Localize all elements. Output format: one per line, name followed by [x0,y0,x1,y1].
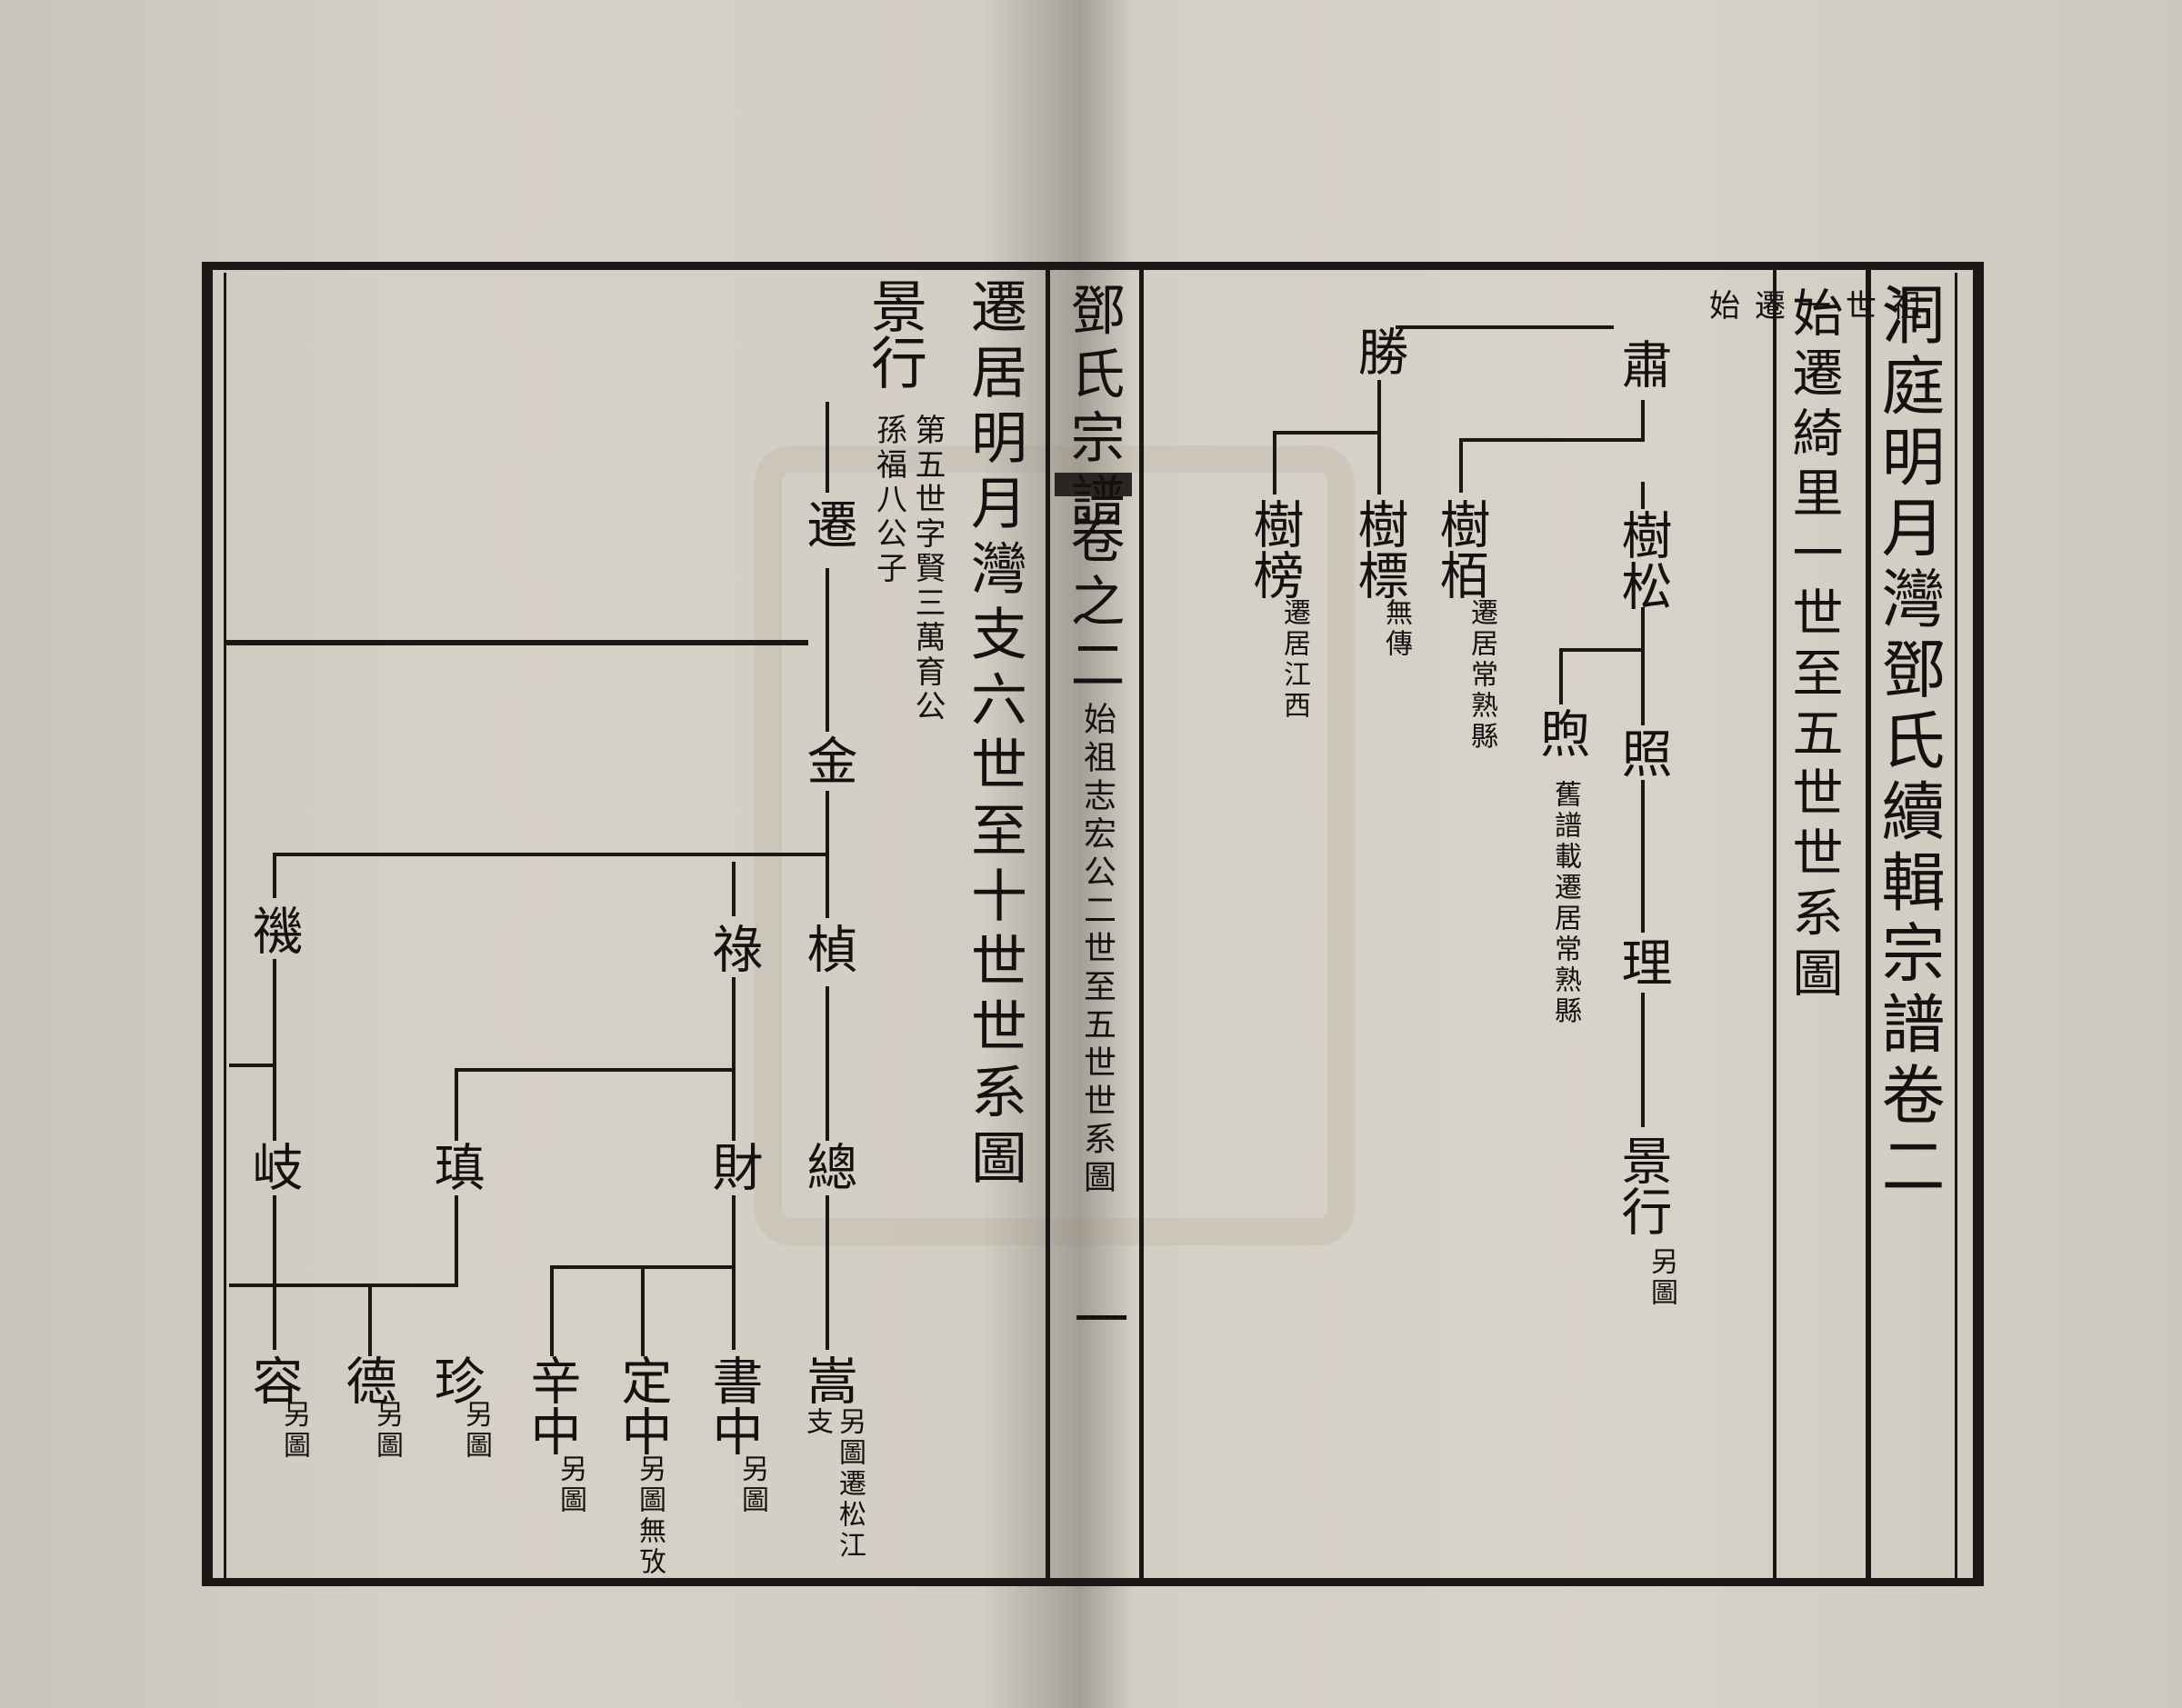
tree-line [273,853,829,856]
name-xinzhong: 辛中 [522,1354,581,1456]
root-jingxing: 景行 [861,277,927,390]
seal-watermark [755,445,1355,1245]
name-zhao-2: 煦 [1531,707,1590,758]
tree-line [732,977,736,1141]
tree-line [826,568,829,732]
note-shuzhong: 另圖 [736,1454,768,1516]
name-zhen-2: 瑱 [425,1141,485,1192]
name-de: 德 [337,1354,396,1405]
name-qi: 岐 [244,1141,303,1192]
tree-line [732,1195,736,1350]
note-shupiao: 無傳 [1380,598,1412,660]
note-song: 另圖遷松江支 [801,1407,866,1562]
right-section-title: 始遷綺里一世至五世世系圖 [1784,286,1843,1006]
name-shubang: 樹榜 [1245,498,1304,600]
note-dingzhong: 另圖無攷 [634,1454,666,1578]
name-ji: 禨 [244,904,303,955]
tree-line [455,1068,458,1141]
note-zhen-3: 另圖 [460,1400,492,1462]
tree-line [1377,380,1381,431]
name-li: 理 [1613,936,1672,987]
tree-line [455,1068,736,1072]
folio-number: 一 [1065,1291,1128,1354]
tree-line [273,1283,458,1287]
tree-line [455,1195,458,1286]
tree-line [1641,780,1645,933]
tree-line [1641,482,1645,509]
note-zhao-2: 舊譜載遷居常熟縣 [1549,780,1581,1027]
center-divider-right [1139,270,1144,1579]
left-page-hrule [226,640,808,645]
note-xinzhong: 另圖 [555,1454,586,1516]
tree-line [641,1265,645,1356]
header-note: 始遷一世祖 [1709,288,1937,325]
title-divider-2 [1773,270,1777,1579]
tree-line [229,1064,275,1067]
center-subtitle: 始祖志宏公二世至五世世系圖 [1078,702,1116,1198]
tree-line [229,1283,275,1287]
note-shubang: 遷居江西 [1278,598,1310,722]
name-shusong: 樹松 [1613,509,1672,611]
tree-line [1641,400,1645,440]
tree-line [1273,431,1381,434]
note-de: 另圖 [371,1400,403,1462]
tree-line [1396,325,1614,329]
tree-line [1459,438,1463,493]
note-shubai: 遷居常熟縣 [1466,598,1497,753]
tree-line [826,1195,829,1350]
clan-title: 鄧氏宗譜 [1061,282,1125,536]
name-shupiao: 樹標 [1349,498,1408,600]
tree-line [1559,648,1563,704]
note-jingxing-right: 另圖 [1646,1247,1677,1309]
name-jingxing-right: 景行 [1613,1134,1672,1236]
name-su: 肅 [1613,338,1672,389]
name-shubai: 樹栢 [1431,498,1490,600]
frame-right [1973,262,1984,1586]
volume-label: 卷之二 [1061,509,1125,700]
name-zhao-1: 照 [1613,727,1672,778]
name-cai: 財 [704,1141,763,1192]
name-zong: 總 [798,1141,857,1192]
book-title: 洞庭明月灣鄧氏續輯宗譜卷二 [1871,282,1946,1204]
name-lu: 祿 [704,923,763,974]
name-song: 嵩 [798,1354,857,1405]
name-jin: 金 [798,734,857,785]
frame-top [202,262,1984,270]
tree-line [826,986,829,1141]
frame-left [202,262,213,1586]
tree-line [1559,648,1645,652]
tree-line [732,862,736,916]
frame-inner-left [224,273,226,1578]
note-rong: 另圖 [278,1400,310,1462]
title-divider-1 [1866,270,1871,1579]
tree-line [1273,431,1276,494]
fishtail-mark [1055,473,1132,496]
tree-line [368,1283,372,1356]
name-dingzhong: 定中 [613,1354,672,1456]
name-qian: 遷 [798,498,857,549]
tree-line [273,853,276,898]
tree-line [1377,431,1381,494]
root-note: 第五世字賢三萬育公孫福八公子 [870,414,946,724]
name-zhen-3: 珍 [425,1354,485,1405]
name-rong: 容 [244,1354,303,1405]
tree-line [1459,438,1645,442]
tree-line [1641,607,1645,725]
name-zhen: 楨 [798,923,857,974]
name-shuzhong: 書中 [704,1354,763,1456]
frame-inner-right [1955,273,1957,1578]
tree-line [273,959,276,1141]
tree-line [1641,993,1645,1127]
center-divider-left [1046,270,1050,1579]
tree-line [550,1265,554,1356]
name-sheng: 勝 [1349,325,1408,376]
tree-line [826,402,829,493]
tree-line [273,1195,276,1350]
left-section-title: 遷居明月灣支六世至十世世系圖 [961,277,1027,1194]
frame-bottom [202,1578,1984,1586]
